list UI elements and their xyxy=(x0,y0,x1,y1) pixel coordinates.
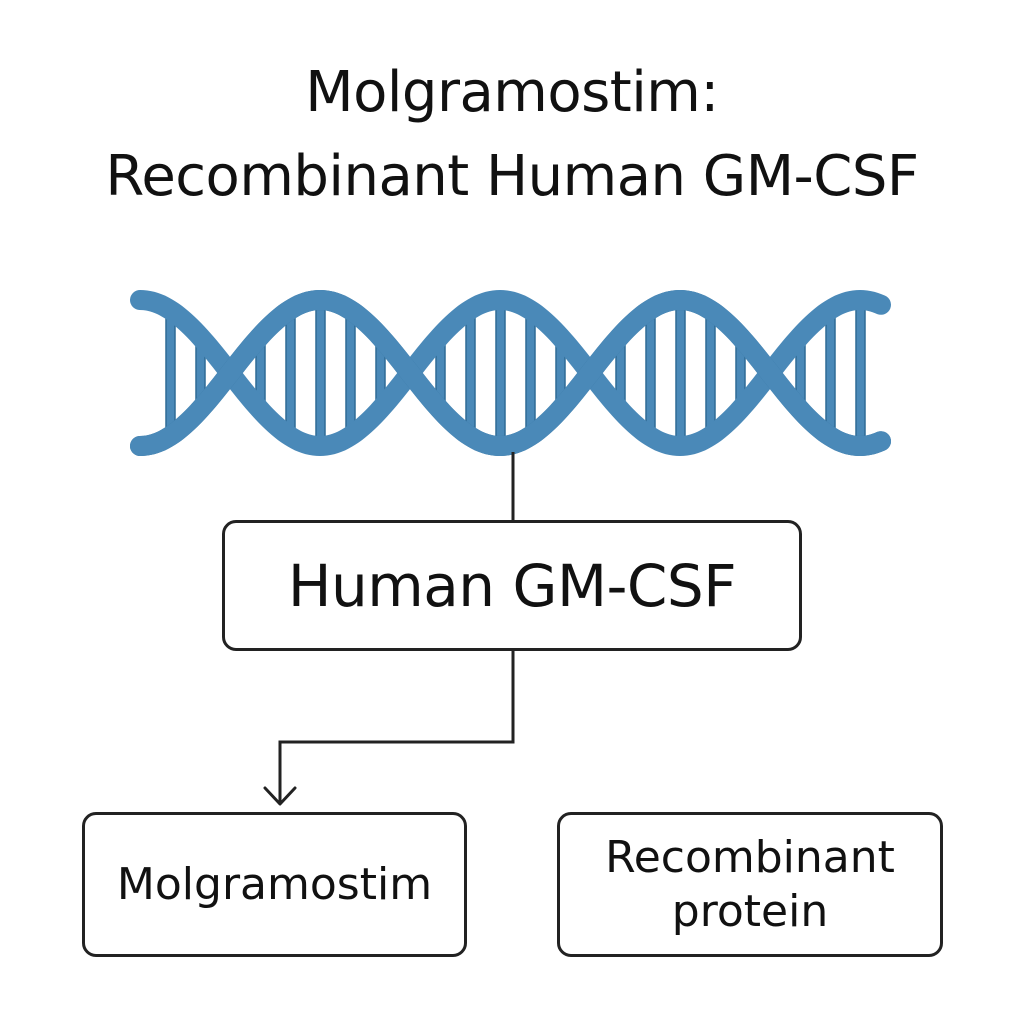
title-line-2: Recombinant Human GM-CSF xyxy=(105,144,919,209)
base-pair-rung xyxy=(645,309,656,437)
base-pair-rung xyxy=(495,299,506,447)
human-gm-csf-label: Human GM-CSF xyxy=(287,551,737,620)
human-gm-csf-box: Human GM-CSF xyxy=(222,520,802,651)
connector-main-to-molgramostim xyxy=(278,651,515,802)
dna-strand-back xyxy=(130,289,891,457)
recombinant-protein-line-2: protein xyxy=(671,885,829,937)
recombinant-protein-label: Recombinant protein xyxy=(605,831,895,939)
dna-strand-front xyxy=(130,289,891,457)
arrowhead-icon xyxy=(263,786,297,806)
base-pair-rung xyxy=(465,309,476,437)
base-pair-rung xyxy=(825,309,836,437)
recombinant-protein-line-1: Recombinant xyxy=(605,831,895,883)
recombinant-protein-box: Recombinant protein xyxy=(557,812,943,957)
base-pair-rung xyxy=(345,309,356,437)
base-pair-rung xyxy=(285,309,296,437)
molgramostim-box: Molgramostim xyxy=(82,812,467,957)
dna-double-helix-icon xyxy=(130,289,891,457)
title-line-1: Molgramostim: xyxy=(305,60,719,125)
molgramostim-label: Molgramostim xyxy=(116,858,433,910)
base-pair-rung xyxy=(675,299,686,447)
base-pair-rung xyxy=(705,309,716,437)
base-pair-rung xyxy=(525,309,536,437)
base-pair-rung xyxy=(315,299,326,447)
base-pair-rung xyxy=(165,309,176,437)
base-pair-rung xyxy=(855,299,866,447)
